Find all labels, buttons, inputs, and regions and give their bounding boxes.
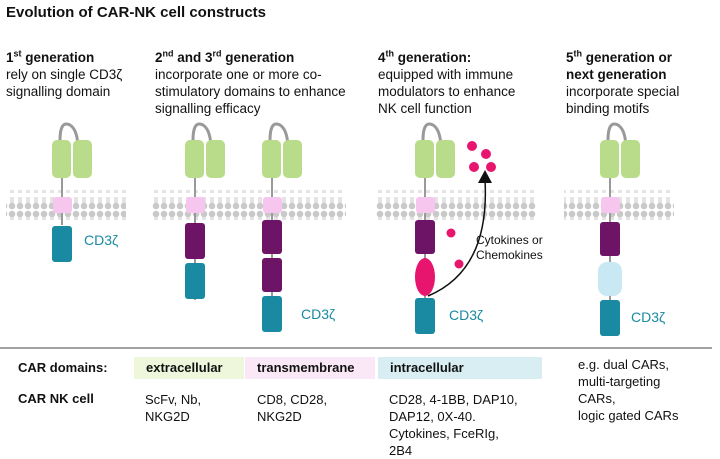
car-construct-gen1 (52, 122, 92, 262)
next-gen-example-2: multi-targeting (578, 374, 661, 389)
secretion-arrow (427, 179, 487, 297)
gen1-sup: st (13, 48, 22, 58)
car-construct-gen5 (598, 122, 640, 336)
cytokines-label: Cytokines or Chemokines (476, 233, 543, 263)
cd3z-label: CD3ζ (84, 232, 119, 248)
transmembrane-item-1: CD8, CD28, (257, 392, 328, 407)
gen1-ord: 1 (6, 49, 14, 65)
intracellular-items: CD28, 4-1BB, DAP10, DAP12, 0X-40. Cytoki… (389, 391, 518, 459)
transmembrane-items: CD8, CD28, NKG2D (257, 391, 327, 425)
cytokine-dot (467, 141, 477, 151)
gen4-sup: th (385, 48, 395, 58)
cd3z-domain (52, 226, 72, 262)
intracellular-item-2: DAP12, 0X-40. (389, 409, 476, 424)
gen4-heading: 4th generation: equipped with immune mod… (378, 45, 515, 117)
cytokine-dot (486, 162, 496, 172)
gen2-desc-2: stimulatory domains to enhance (155, 83, 346, 99)
transmembrane-header: transmembrane (245, 357, 375, 379)
cytokines-label-2: Chemokines (476, 248, 543, 262)
cd3z-label: CD3ζ (301, 306, 336, 322)
car-construct-gen3 (262, 122, 302, 332)
gen2-title-mid: and 3 (173, 49, 213, 65)
page-title: Evolution of CAR-NK cell constructs (6, 4, 267, 21)
gen4-title: generation: (394, 49, 472, 65)
gen5-title: generation or (582, 49, 673, 65)
immune-modulator (415, 258, 435, 296)
car-nk-cell-label: CAR NK cell (18, 391, 94, 406)
intracellular-header: intracellular (378, 357, 542, 379)
car-domains-label: CAR domains: (18, 360, 108, 375)
gen2-sup2: rd (212, 48, 222, 58)
gen2-sup: nd (162, 48, 174, 58)
costim-domain (185, 223, 205, 259)
extracellular-items: ScFv, Nb, NKG2D (145, 391, 201, 425)
intracellular-item-4: 2B4 (389, 443, 413, 458)
gen1-heading: 1st generation rely on single CD3ζ signa… (6, 45, 122, 100)
scfv-domain (73, 140, 92, 178)
gen1-desc-1: rely on single CD3ζ (6, 66, 123, 82)
cytokine-dot (446, 228, 456, 238)
gen2-desc-1: incorporate one or more co- (155, 66, 322, 82)
gen5-heading: 5th generation or next generation incorp… (566, 45, 679, 117)
extracellular-item-1: ScFv, Nb, (145, 392, 202, 407)
special-binding-motif (598, 262, 622, 296)
transmembrane-item-2: NKG2D (257, 409, 302, 424)
transmembrane-domain (53, 197, 72, 213)
cd3z-label: CD3ζ (449, 307, 484, 323)
cytokines-label-1: Cytokines or (476, 233, 543, 247)
gen5-desc-1: incorporate special (566, 83, 680, 99)
gen5-ord: 5 (566, 49, 574, 65)
extracellular-item-2: NKG2D (145, 409, 190, 424)
gen1-desc-2: signalling domain (6, 83, 111, 99)
next-gen-example-4: logic gated CARs (578, 408, 679, 423)
gen1-title: generation (21, 49, 95, 65)
scfv-domain (52, 140, 71, 178)
gen2-title: generation (221, 49, 295, 65)
car-construct-gen2 (185, 122, 225, 300)
gen5-title-2: next generation (566, 66, 667, 82)
gen4-desc-1: equipped with immune (378, 66, 514, 82)
extracellular-header: extracellular (134, 357, 244, 379)
gen2-desc-3: signalling efficacy (155, 100, 261, 116)
membrane-gen2 (152, 190, 346, 220)
next-gen-example-1: e.g. dual CARs, (578, 357, 670, 372)
gen2-ord: 2 (155, 49, 163, 65)
cytokine-dot (469, 162, 479, 172)
car-construct-gen4 (415, 122, 496, 334)
membrane-gen4 (376, 190, 536, 220)
intracellular-item-3: Cytokines, FceRIg, (389, 426, 499, 441)
gen4-desc-3: NK cell function (378, 100, 472, 116)
next-gen-example-3: CARs, (578, 391, 616, 406)
gen5-sup: th (573, 48, 583, 58)
gen4-ord: 4 (378, 49, 386, 65)
intracellular-item-1: CD28, 4-1BB, DAP10, (389, 392, 518, 407)
cd3z-label: CD3ζ (631, 309, 666, 325)
gen2-heading: 2nd and 3rd generation incorporate one o… (155, 45, 346, 117)
gen4-desc-2: modulators to enhance (378, 83, 516, 99)
gen5-desc-2: binding motifs (566, 100, 650, 116)
next-gen-examples: e.g. dual CARs, multi-targeting CARs, lo… (578, 356, 678, 424)
cytokine-dot (481, 149, 491, 159)
cytokine-dot (454, 259, 464, 269)
